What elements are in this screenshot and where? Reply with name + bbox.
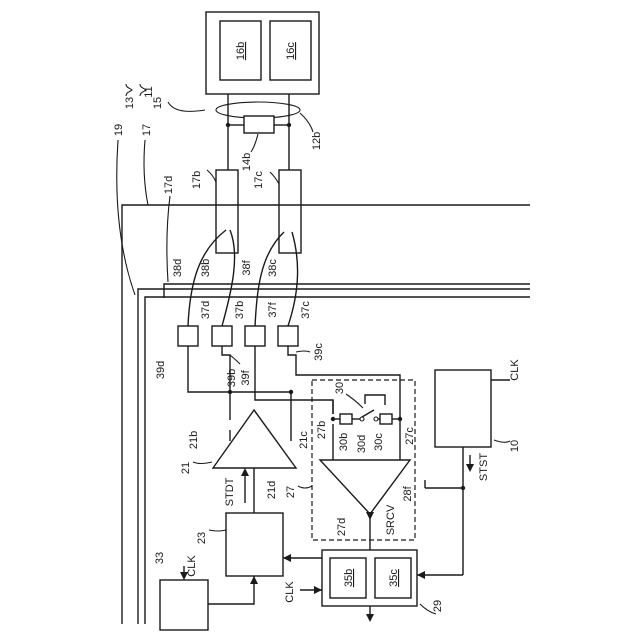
label-39d: 39d (155, 361, 167, 379)
label-27d: 27d (336, 518, 348, 536)
label-30d: 30d (356, 435, 368, 453)
label-15: 15 (152, 97, 164, 109)
frame-inner-top (164, 284, 530, 298)
label-stst: STST (478, 453, 490, 481)
arrow-srcv (366, 512, 374, 520)
label-38d: 38d (172, 259, 184, 277)
connectors-17: 17b 17c (191, 170, 301, 253)
block-23: 23 (196, 500, 322, 576)
label-30c: 30c (373, 433, 385, 451)
label-29: 29 (432, 600, 444, 612)
label-13: 13 (124, 97, 136, 109)
label-srcv: SRCV (385, 504, 397, 535)
label-16c: 16c (285, 42, 297, 60)
leader-12b (300, 113, 313, 132)
terminal-37b (212, 326, 232, 346)
label-17d: 17d (163, 176, 175, 194)
label-clk-29: CLK (284, 581, 296, 603)
label-38f: 38f (241, 259, 253, 275)
switch-lever-30d (362, 410, 374, 417)
terminals-37: 37d 37b 37f 37c (178, 301, 312, 346)
label-21: 21 (180, 462, 192, 474)
label-21d: 21d (266, 481, 278, 499)
label-14b: 14b (241, 153, 253, 171)
label-37c: 37c (300, 301, 312, 319)
arrow-stdt (241, 468, 249, 476)
label-23: 23 (196, 532, 208, 544)
label-30b: 30b (338, 433, 350, 451)
label-38c: 38c (267, 259, 279, 277)
label-27c: 27c (404, 427, 416, 445)
label-38b: 38b (200, 259, 212, 277)
switch-bracket (365, 395, 385, 405)
resistor-14b (244, 116, 274, 133)
driver-triangle (213, 410, 296, 468)
label-19: 19 (113, 124, 125, 136)
label-16b: 16b (235, 42, 247, 60)
label-11: 11 (143, 86, 155, 97)
label-17b: 17b (191, 171, 203, 189)
block-29: 35b 35c CLK 29 (284, 550, 463, 622)
label-39b: 39b (226, 369, 238, 387)
label-21b: 21b (188, 431, 200, 449)
label-27b: 27b (316, 421, 328, 439)
block-23-box (226, 513, 283, 576)
label-30: 30 (334, 382, 346, 394)
label-21c: 21c (298, 431, 310, 449)
terminal-37c (278, 326, 298, 346)
label-37d: 37d (200, 301, 212, 319)
cable-12b: 12b 14b (216, 94, 323, 171)
label-35b: 35b (343, 569, 355, 587)
label-27: 27 (285, 486, 297, 498)
block-33-box (160, 580, 208, 630)
leader-15 (168, 102, 205, 111)
label-12b: 12b (311, 132, 323, 150)
label-33: 33 (154, 552, 166, 564)
label-39c: 39c (313, 343, 325, 361)
switch-contact-30c (380, 414, 392, 424)
brace-13 (126, 84, 132, 96)
label-28f: 28f (402, 485, 414, 501)
label-37f: 37f (267, 301, 279, 317)
terminal-37d (178, 326, 198, 346)
receiver-27: 27 30 27b 30b 30d 30c 27c SRCV 28f 27d (285, 380, 416, 550)
switch-contact-30b (340, 414, 352, 424)
arrow-29-out (366, 614, 374, 622)
label-clk-33: CLK (186, 555, 198, 577)
terminal-37f (245, 326, 265, 346)
leader-17 (144, 140, 148, 205)
label-stdt: STDT (224, 477, 236, 506)
label-17c: 17c (253, 171, 265, 189)
block-10: CLK STST 10 (425, 359, 521, 575)
label-17: 17 (141, 124, 153, 136)
leader-19 (117, 140, 135, 295)
label-35c: 35c (388, 569, 400, 587)
module-16: 16b 16c (206, 12, 319, 94)
leader-17d (167, 196, 170, 282)
block-10-box (435, 370, 491, 447)
label-10: 10 (509, 440, 521, 452)
label-39f: 39f (240, 369, 252, 385)
label-clk-10: CLK (509, 359, 521, 381)
connector-17c (279, 170, 301, 253)
connector-17b (216, 170, 238, 253)
label-37b: 37b (234, 301, 246, 319)
